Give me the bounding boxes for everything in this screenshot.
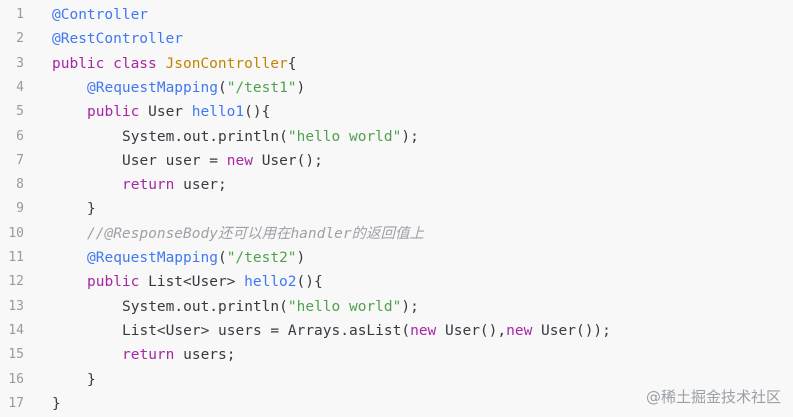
code-token: @RestController [52,31,183,48]
code-text: List<User> users = Arrays.asList(new Use… [52,319,611,343]
code-token: "/test2" [226,250,297,266]
code-token: "/test1" [226,79,297,96]
code-text: return users; [52,343,236,367]
code-token: return [122,177,184,194]
line-number: 13 [8,298,24,314]
code-token: { [287,55,297,72]
code-text: public List<User> hello2(){ [52,270,323,294]
code-token: "hello world" [287,128,402,145]
code-line: 12 public List<User> hello2(){ [0,270,323,294]
code-token: new [410,322,446,339]
code-text: System.out.println("hello world"); [52,125,419,149]
line-number: 5 [16,104,24,120]
code-text: @RestController [52,27,183,51]
code-token: User(), [445,322,507,339]
code-token: User()); [541,322,611,339]
line-number: 12 [8,274,24,290]
code-token: } [87,371,96,388]
line-number: 10 [8,225,24,241]
code-token: List<User> [148,274,245,291]
line-number: 14 [8,322,24,338]
code-text: User user = new User(); [52,149,323,173]
code-line: 5 public User hello1(){ [0,100,270,124]
line-number: 16 [8,371,24,387]
code-line: 13 System.out.println("hello world"); [0,295,419,319]
code-token: (){ [244,104,271,121]
line-number: 11 [8,250,24,265]
code-line: 3 public class JsonController{ [0,52,296,76]
code-line: 8 return user; [0,173,227,197]
line-number: 2 [16,31,24,47]
code-text: } [52,197,96,221]
code-text: } [52,392,61,416]
code-token: "hello world" [287,298,402,315]
code-text: public User hello1(){ [52,100,270,124]
line-number: 6 [16,128,24,144]
code-token: users; [183,347,236,364]
code-line: 2 @RestController [0,27,183,51]
code-token: User user = [122,152,227,169]
line-number: 4 [16,79,24,95]
code-text: System.out.println("hello world"); [52,295,419,319]
code-token: User [148,104,192,121]
code-line: 1 @Controller [0,3,148,27]
code-line: 7 User user = new User(); [0,149,323,173]
code-text: } [52,368,96,392]
line-number: 1 [16,7,24,22]
code-token: ( [217,250,227,266]
code-token: @RequestMapping [87,79,218,96]
code-text: @RequestMapping("/test2") [52,246,305,270]
code-token: ); [401,298,419,315]
code-line: 10 //@ResponseBody还可以用在handler的返回值上 [0,222,424,246]
code-token: new [506,322,542,339]
code-token: } [52,395,61,412]
code-token: System.out.println( [122,298,288,315]
code-token: public [87,274,149,291]
code-token: ) [296,250,306,266]
code-text: public class JsonController{ [52,52,296,76]
code-token: ); [401,128,419,145]
code-token: hello2 [244,274,297,291]
code-token: (){ [296,274,323,291]
code-token: @RequestMapping [87,250,218,266]
code-text: //@ResponseBody还可以用在handler的返回值上 [52,222,424,246]
watermark: @稀土掘金技术社区 [645,388,781,406]
code-line: 16} [0,368,96,392]
code-token: User(); [261,152,323,169]
code-line: 9} [0,197,96,221]
code-token: System.out.println( [122,128,288,145]
code-line: 4 @RequestMapping("/test1") [0,76,305,100]
line-number: 8 [16,177,24,193]
code-token: } [87,201,96,218]
code-token: @Controller [52,7,149,23]
code-line: 17} [0,392,61,416]
code-token: user; [183,177,227,194]
line-number: 15 [8,347,24,363]
code-line: 11 @RequestMapping("/test2") [0,246,305,270]
code-token: ) [296,79,306,96]
code-token: public [87,104,149,121]
code-line: 6 System.out.println("hello world"); [0,125,419,149]
code-token: List<User> users = Arrays.asList( [122,322,411,339]
code-token: JsonController [165,55,288,72]
code-token: return [122,347,184,364]
code-token: //@ResponseBody还可以用在handler的返回值上 [87,225,425,242]
code-text: @RequestMapping("/test1") [52,76,305,100]
line-number: 3 [16,55,24,71]
line-number: 7 [16,152,24,168]
code-token: new [226,152,262,169]
line-number: 17 [8,395,24,411]
code-line: 15 return users; [0,343,236,367]
line-number: 9 [16,201,24,217]
code-text: return user; [52,173,227,197]
code-token: ( [217,79,227,96]
code-token: hello1 [191,104,245,121]
code-token: public class [52,55,166,72]
code-text: @Controller [52,3,148,27]
